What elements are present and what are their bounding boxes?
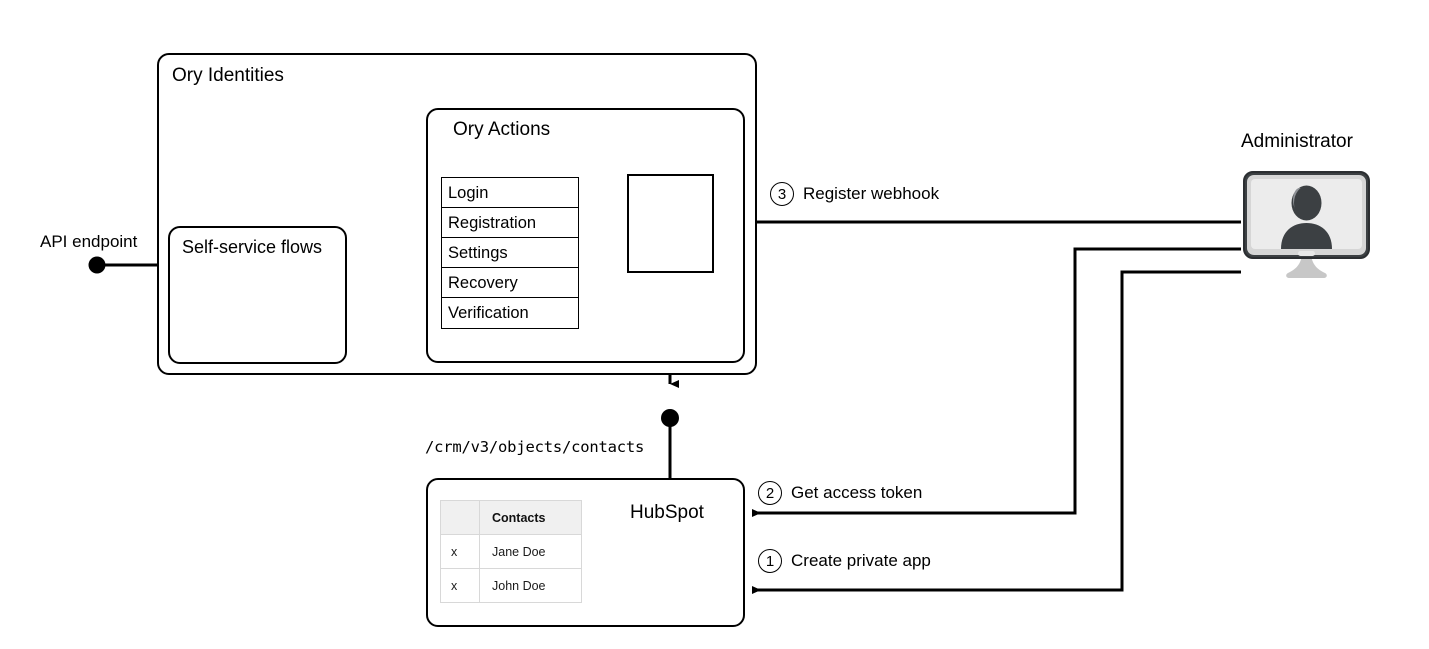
table-header-cell-blank: [440, 500, 480, 535]
flow-item-login[interactable]: Login: [442, 178, 578, 208]
step-3-label: Register webhook: [803, 184, 940, 203]
hubspot-label: HubSpot: [630, 502, 704, 523]
ory-identities-title: Ory Identities: [172, 65, 284, 86]
step-2-callout: 2 Get access token: [758, 481, 922, 505]
step-2-arrow: [752, 247, 1241, 517]
user-monitor-icon: [1241, 169, 1372, 283]
flow-item-settings[interactable]: Settings: [442, 238, 578, 268]
table-cell-name: Jane Doe: [479, 534, 582, 569]
flows-list: Login Registration Settings Recovery Ver…: [441, 177, 579, 329]
ory-actions-title: Ory Actions: [453, 119, 551, 140]
table-cell-marker: x: [440, 568, 480, 603]
table-header-row: Contacts: [440, 500, 582, 535]
api-endpoint-label: API endpoint: [40, 232, 138, 251]
request-path-label: /crm/v3/objects/contacts: [425, 438, 645, 456]
table-header-cell-contacts: Contacts: [479, 500, 582, 535]
step-2-label: Get access token: [791, 483, 923, 502]
contacts-table: Contacts x Jane Doe x John Doe: [440, 500, 582, 603]
self-service-flows-box: [168, 226, 347, 364]
table-row[interactable]: x John Doe: [440, 568, 582, 603]
api-endpoint-connector: [88, 256, 168, 274]
step-3-number: 3: [770, 182, 794, 206]
step-1-label: Create private app: [791, 551, 931, 570]
flow-item-recovery[interactable]: Recovery: [442, 268, 578, 298]
step-1-arrow: [752, 270, 1241, 594]
step-3-callout: 3 Register webhook: [770, 182, 939, 206]
table-cell-name: John Doe: [479, 568, 582, 603]
step-2-number: 2: [758, 481, 782, 505]
step-1-callout: 1 Create private app: [758, 549, 931, 573]
step-1-number: 1: [758, 549, 782, 573]
table-row[interactable]: x Jane Doe: [440, 534, 582, 569]
flow-item-verification[interactable]: Verification: [442, 298, 578, 328]
table-cell-marker: x: [440, 534, 480, 569]
self-service-flows-label: Self-service flows: [182, 237, 323, 257]
administrator-label: Administrator: [1241, 131, 1353, 152]
flow-item-registration[interactable]: Registration: [442, 208, 578, 238]
webhook-box[interactable]: [627, 174, 714, 273]
